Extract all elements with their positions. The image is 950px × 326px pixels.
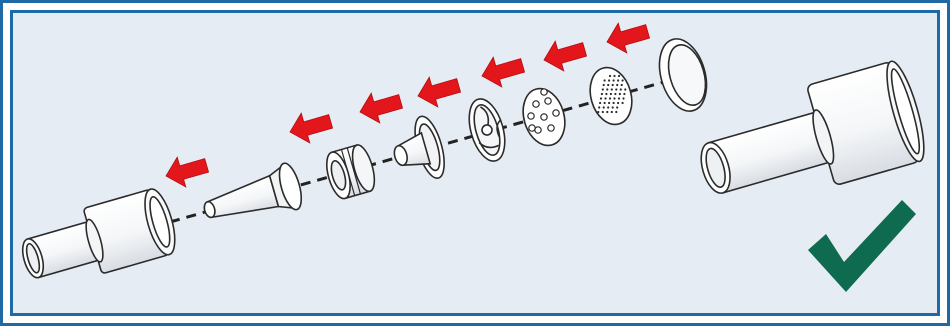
red-arrow-icon bbox=[356, 86, 405, 127]
red-arrow-icon bbox=[286, 106, 335, 147]
sleeve-icon bbox=[15, 186, 181, 294]
red-arrow-icon bbox=[478, 50, 527, 91]
nozzle-icon bbox=[198, 161, 305, 234]
red-arrow-icon bbox=[603, 16, 652, 57]
cone-icon bbox=[386, 113, 450, 188]
perforated-plate-icon bbox=[517, 84, 571, 151]
red-arrow-icon bbox=[162, 150, 211, 191]
red-arrow-icon bbox=[540, 34, 589, 75]
checkmark-icon bbox=[808, 200, 916, 292]
red-arrow-icon bbox=[414, 70, 463, 111]
perforated-plate-icon bbox=[584, 63, 638, 130]
ring-icon bbox=[322, 143, 378, 202]
assembled-sleeve-icon bbox=[688, 58, 931, 219]
cap-icon bbox=[652, 33, 715, 116]
spinner-icon bbox=[463, 95, 511, 165]
